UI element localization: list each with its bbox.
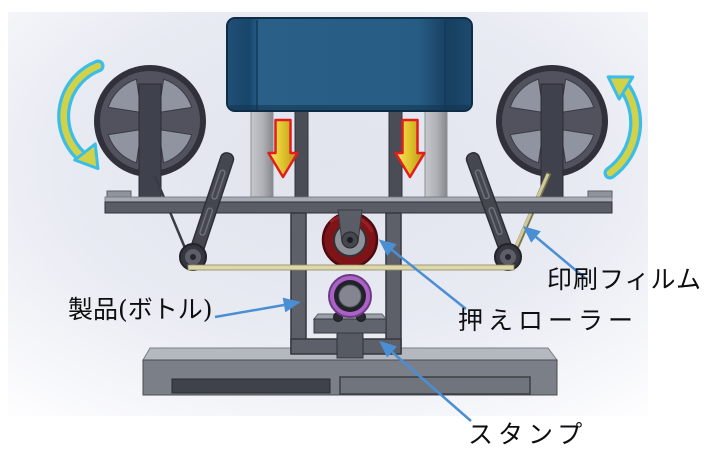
press-head xyxy=(226,17,473,112)
film-segment-right xyxy=(508,173,550,261)
film-segment-left xyxy=(153,175,192,261)
annotation-arrows xyxy=(214,226,586,422)
bottle xyxy=(328,274,372,322)
guide-arm-left xyxy=(179,152,235,271)
guide-arm-right xyxy=(465,152,522,271)
stamp-pedestal xyxy=(312,313,388,359)
press-roller xyxy=(321,209,379,269)
press-down-arrow-right-icon xyxy=(394,118,426,179)
press-down-arrow-left-icon xyxy=(267,118,299,179)
label-printing-film: 印刷フィルム xyxy=(547,265,703,294)
support-beam xyxy=(104,190,613,214)
label-product-bottle: 製品(ボトル) xyxy=(68,295,213,324)
label-stamp: スタンプ xyxy=(468,420,588,449)
press-cylinder-right xyxy=(424,109,448,201)
film-ribbon xyxy=(187,264,515,271)
rotation-arrow-left-icon xyxy=(57,59,105,171)
label-press-roller: 押えローラー xyxy=(458,306,639,335)
rotation-arrow-right-icon xyxy=(603,75,643,180)
